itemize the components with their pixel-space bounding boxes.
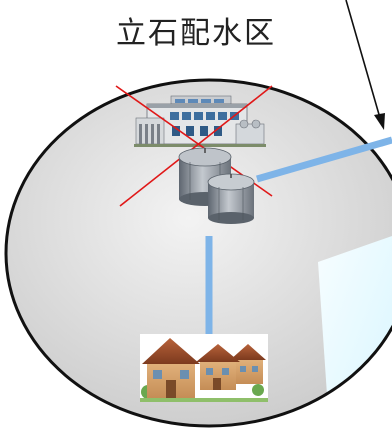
- district-boundary: [4, 78, 392, 428]
- water-pipes: [205, 136, 392, 335]
- arrow-icon: [345, 0, 385, 130]
- water-tank-icon: [178, 147, 255, 224]
- water-treatment-plant-icon: [134, 95, 266, 147]
- district-title: 立石配水区: [116, 16, 276, 51]
- inflow-pipe: [256, 136, 392, 183]
- adjacent-area-overlay: [318, 236, 392, 426]
- houses-icon: [140, 334, 268, 402]
